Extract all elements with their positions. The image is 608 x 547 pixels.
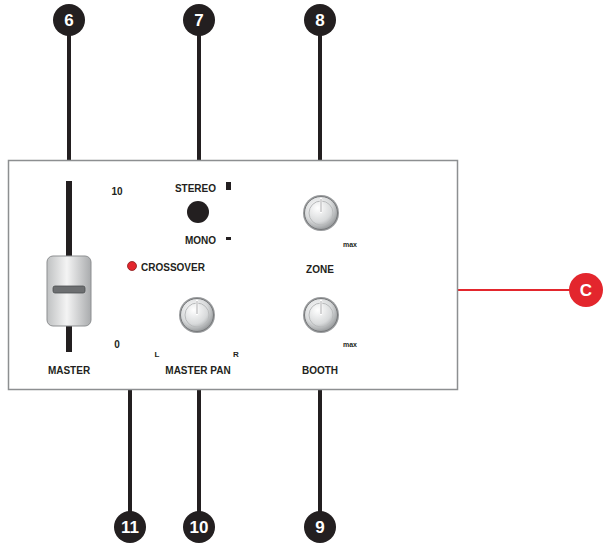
callout-number: 6 — [64, 12, 73, 29]
panel-label: max — [343, 241, 357, 248]
panel-label-wrap: ZONE — [306, 259, 334, 277]
panel-label-wrap: BOOTH — [302, 360, 338, 378]
leader-line-red — [458, 289, 570, 291]
panel-label: MASTER — [48, 365, 90, 376]
callout-circle: 6 — [53, 4, 85, 36]
callout-number: 10 — [190, 519, 209, 536]
booth-knob — [303, 297, 339, 333]
callout-number: 9 — [315, 519, 324, 536]
panel-label-wrap: STEREO — [175, 178, 216, 196]
panel-label-wrap: CROSSOVER — [141, 257, 205, 275]
panel-label: 0 — [114, 339, 120, 350]
panel-label: CROSSOVER — [141, 262, 205, 273]
callout-circle: 8 — [304, 4, 336, 36]
callout-circle: 10 — [183, 511, 215, 543]
callout-circle: 7 — [183, 4, 215, 36]
callout-circle: 9 — [304, 511, 336, 543]
panel-label-wrap: L — [155, 343, 160, 361]
mode-button — [187, 201, 209, 223]
panel-label-wrap: R — [233, 343, 239, 361]
panel-outline — [9, 161, 458, 390]
callout-number: 11 — [121, 519, 139, 536]
panel-label-wrap: MASTER PAN — [165, 360, 230, 378]
callout-number: C — [580, 282, 592, 299]
panel-label-wrap: MASTER — [48, 360, 90, 378]
crossover-led — [128, 262, 137, 271]
callout-circle: 11 — [114, 511, 146, 543]
panel-label: 10 — [111, 186, 122, 197]
panel-label: STEREO — [175, 183, 216, 194]
fader-cap — [47, 256, 91, 326]
zone-knob — [303, 195, 339, 231]
panel-label-wrap: 0 — [114, 334, 120, 352]
panel-label: R — [233, 350, 239, 359]
callout-circle: C — [569, 273, 603, 307]
stereo-indicator — [226, 182, 231, 190]
panel-label: L — [155, 350, 160, 359]
panel-label: MONO — [185, 235, 216, 246]
callout-number: 7 — [194, 12, 203, 29]
panel-label-wrap: max — [343, 233, 357, 251]
panel-label-wrap: 10 — [111, 181, 122, 199]
panel-label: MASTER PAN — [165, 365, 230, 376]
panel-label: ZONE — [306, 264, 334, 275]
panel-label-wrap: max — [343, 333, 357, 351]
panel-label: max — [343, 341, 357, 348]
panel-label: BOOTH — [302, 365, 338, 376]
callout-number: 8 — [315, 12, 324, 29]
master-pan-knob — [179, 297, 215, 333]
panel-label-wrap: MONO — [185, 230, 216, 248]
mono-indicator — [226, 237, 231, 240]
